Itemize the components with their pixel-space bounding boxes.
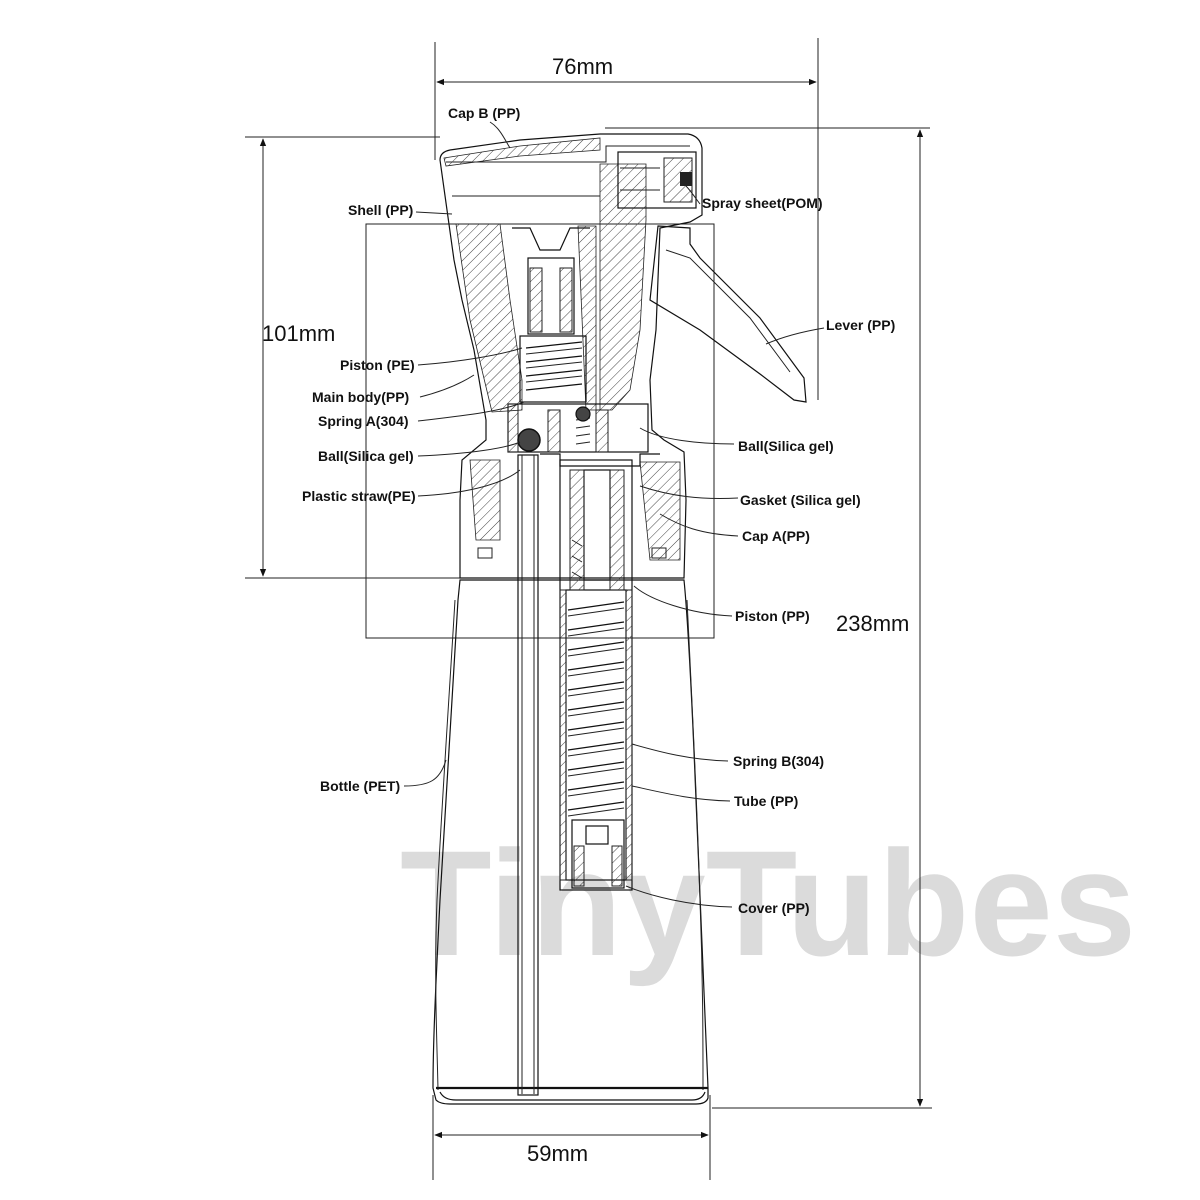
dim-head-height: 101mm (262, 321, 335, 346)
label-bottle: Bottle (PET) (320, 778, 400, 794)
bottle-drawing (365, 133, 807, 1105)
dim-top-width: 76mm (552, 54, 613, 79)
label-cover: Cover (PP) (738, 900, 810, 916)
label-plastic-straw: Plastic straw(PE) (302, 488, 416, 504)
spring-a-coils (525, 341, 583, 391)
label-lever: Lever (PP) (826, 317, 895, 333)
label-spray-sheet: Spray sheet(POM) (702, 195, 823, 211)
dimension-lines (245, 38, 932, 1180)
leader-lines (403, 121, 825, 908)
label-cap-a: Cap A(PP) (742, 528, 810, 544)
dim-base-width: 59mm (527, 1141, 588, 1166)
label-gasket: Gasket (Silica gel) (740, 492, 861, 508)
spring-b-coils (567, 601, 625, 817)
label-spring-a: Spring A(304) (318, 413, 409, 429)
label-spring-b: Spring B(304) (733, 753, 824, 769)
watermark-text: TinyTubes (400, 819, 1136, 987)
label-tube: Tube (PP) (734, 793, 798, 809)
dim-total-height: 238mm (836, 611, 909, 636)
label-main-body: Main body(PP) (312, 389, 409, 405)
label-piston-pe: Piston (PE) (340, 357, 415, 373)
label-cap-b: Cap B (PP) (448, 105, 520, 121)
label-shell: Shell (PP) (348, 202, 413, 218)
label-piston-pp: Piston (PP) (735, 608, 810, 624)
label-ball-right: Ball(Silica gel) (738, 438, 834, 454)
label-ball-left: Ball(Silica gel) (318, 448, 414, 464)
